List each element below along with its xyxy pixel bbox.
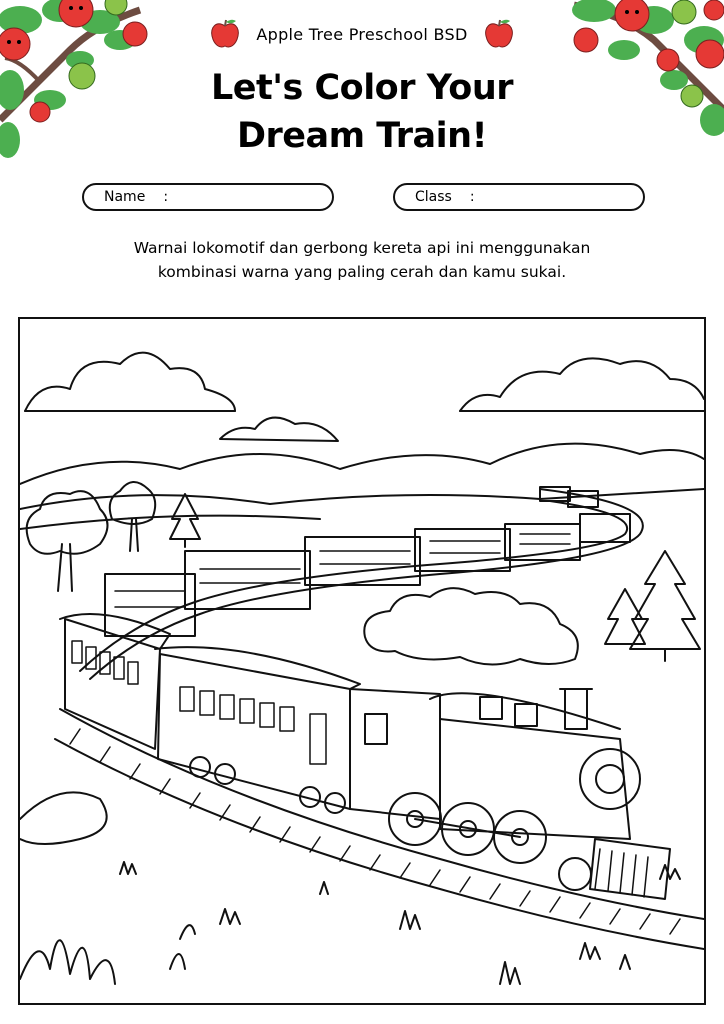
- coloring-area: [18, 317, 706, 1005]
- name-label: Name: [104, 189, 146, 205]
- name-separator: :: [163, 189, 169, 205]
- class-field[interactable]: Class :: [393, 183, 645, 211]
- apple-icon: [484, 19, 513, 48]
- instruction-line-1: Warnai lokomotif dan gerbong kereta api …: [133, 239, 591, 257]
- class-label: Class: [415, 189, 452, 205]
- title-line-2: Dream Train!: [236, 116, 488, 156]
- instruction-text: Warnai lokomotif dan gerbong kereta api …: [90, 236, 634, 284]
- school-header: Apple Tree Preschool BSD: [0, 18, 724, 50]
- school-name: Apple Tree Preschool BSD: [256, 24, 468, 44]
- instruction-line-2: kombinasi warna yang paling cerah dan ka…: [157, 263, 567, 281]
- apple-tree-branch-right: [572, 0, 724, 136]
- class-separator: :: [469, 189, 475, 205]
- apple-icon: [211, 19, 240, 48]
- name-field[interactable]: Name :: [82, 183, 334, 211]
- title-line-1: Let's Color Your: [210, 68, 514, 108]
- steam-train-illustration: [20, 351, 704, 985]
- apple-tree-branch-left: [0, 0, 148, 158]
- page-title: Let's Color Your Dream Train!: [0, 64, 724, 160]
